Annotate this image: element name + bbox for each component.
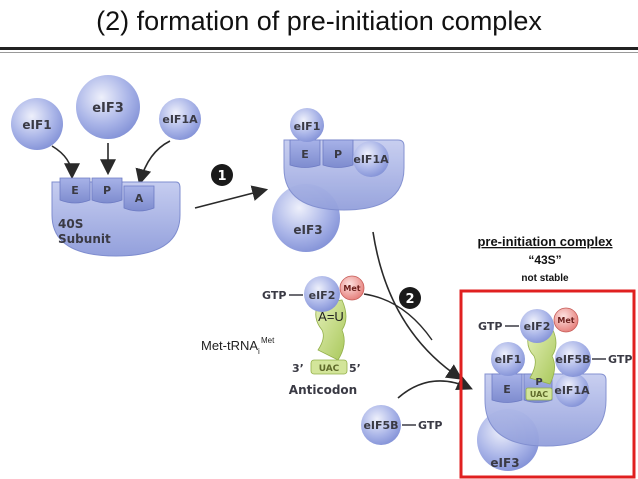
eif5b-gtp-label: GTP	[418, 419, 442, 432]
step2-badge-label: 2	[405, 292, 414, 307]
site-e-mid-label: E	[301, 148, 309, 161]
eif2-factor	[304, 276, 340, 312]
highlight-box	[459, 289, 636, 479]
site-a-label: A	[135, 192, 144, 205]
site-p-mid-label: P	[334, 148, 342, 161]
complex-eif1a-label: eIF1A	[554, 384, 590, 397]
five-prime-label: 5’	[349, 362, 361, 375]
eif1a-bound-label: eIF1A	[353, 153, 389, 166]
ternary-join-arrow	[363, 293, 433, 341]
complex-gtp-label: GTP	[478, 320, 502, 333]
eif1-bound-label: eIF1	[294, 120, 321, 133]
step1-arrow	[194, 185, 269, 209]
middle-panel: eIF1 E P eIF1A eIF3	[272, 108, 405, 252]
site-p-mid	[322, 139, 354, 168]
met-residue	[339, 275, 365, 301]
eif5b-factor	[361, 405, 401, 445]
complex-gtp2-label: GTP	[608, 353, 632, 366]
ternary-complex: GTP eIF2 Met A=U Met-tRNA i Met 3’ UAC 5…	[201, 275, 365, 397]
complex-eif1	[491, 342, 525, 376]
title-divider	[0, 47, 638, 50]
eif2-label: eIF2	[309, 289, 336, 302]
met-trna-subscript: i	[258, 347, 260, 356]
complex-eif2	[520, 309, 554, 343]
step1-badge	[211, 164, 233, 186]
arrow-eif1-down	[51, 145, 80, 180]
step2-badge	[399, 287, 421, 309]
eif3-label: eIF3	[92, 101, 124, 116]
complex-uac-box	[525, 387, 553, 401]
step2: 2	[363, 231, 463, 380]
site-e	[59, 177, 91, 204]
caption-line2: “43S”	[528, 253, 561, 267]
complex-caption: pre-initiation complex “43S” not stable	[477, 234, 613, 284]
eif1-label: eIF1	[22, 118, 51, 132]
step1-badge-label: 1	[217, 169, 226, 184]
eif3-factor	[76, 75, 140, 139]
complex-eif5b	[555, 341, 591, 377]
site-p-label: P	[103, 184, 111, 197]
subunit-label-line2: Subunit	[58, 232, 111, 246]
complex-site-e	[491, 373, 523, 403]
complex-eif3-label: eIF3	[490, 456, 519, 470]
left-panel: eIF3 eIF1 eIF1A E P A 40S Subunit	[11, 75, 201, 257]
title-divider-thin	[0, 52, 638, 53]
eif5b-arrow	[397, 375, 473, 399]
eif1a-bound	[353, 141, 389, 177]
complex-eif1a	[555, 373, 589, 407]
subunit-label-line1: 40S	[58, 217, 83, 231]
met-trna-label: Met-tRNA	[201, 338, 258, 353]
site-e-label: E	[71, 184, 79, 197]
complex-site-p-label: P	[535, 377, 542, 388]
pre-initiation-complex: GTP eIF2 Met eIF1 eIF5B GTP E P UAC eIF1…	[459, 289, 636, 479]
anticodon-box	[310, 359, 348, 375]
eif1a-label: eIF1A	[162, 113, 198, 126]
met-trna-superscript: Met	[261, 336, 275, 345]
eif1-factor	[11, 98, 63, 150]
site-e-mid	[289, 139, 321, 168]
complex-met-label: Met	[557, 316, 574, 325]
complex-eif1-label: eIF1	[495, 353, 522, 366]
site-a	[123, 185, 155, 212]
three-prime-label: 3’	[292, 362, 304, 375]
codon-pairing-label: A=U	[318, 309, 344, 324]
anticodon-sequence: UAC	[319, 364, 340, 374]
step2-arrow	[372, 231, 463, 380]
complex-met	[553, 307, 579, 333]
caption-line1: pre-initiation complex	[477, 234, 613, 249]
eif5b-free: eIF5B GTP	[361, 375, 473, 445]
arrow-eif1a-down	[135, 140, 171, 186]
complex-eif5b-label: eIF5B	[555, 353, 590, 366]
gtp-label: GTP	[262, 289, 286, 302]
slide-title: (2) formation of pre-initiation complex	[96, 6, 542, 36]
eif5b-label: eIF5B	[363, 419, 398, 432]
complex-eif2-label: eIF2	[524, 320, 551, 333]
eif1-bound	[290, 108, 324, 142]
caption-line3: not stable	[521, 273, 569, 284]
anticodon-label: Anticodon	[289, 383, 357, 397]
complex-site-e-label: E	[503, 383, 511, 396]
site-p	[91, 177, 123, 204]
step1: 1	[194, 164, 269, 209]
met-label: Met	[343, 284, 360, 293]
eif1a-factor	[159, 98, 201, 140]
complex-uac-label: UAC	[530, 390, 548, 399]
eif3-bound-label: eIF3	[293, 223, 322, 237]
